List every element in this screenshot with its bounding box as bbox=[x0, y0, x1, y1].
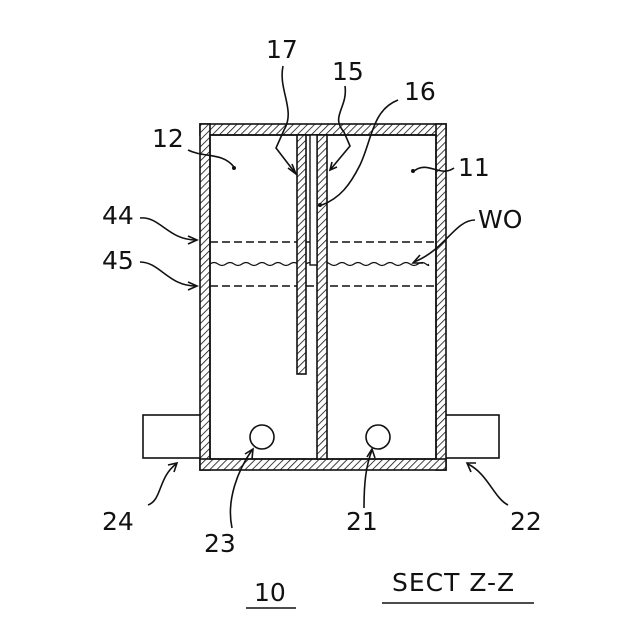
hole-dot bbox=[318, 203, 322, 207]
label-21: 21 bbox=[346, 507, 378, 536]
label-15: 15 bbox=[332, 57, 364, 86]
left-outlet-pipe bbox=[143, 415, 203, 458]
label-22: 22 bbox=[510, 507, 542, 536]
leader-22 bbox=[468, 464, 508, 505]
label-16: 16 bbox=[404, 77, 436, 106]
right-port-circle bbox=[366, 425, 390, 449]
leader-16 bbox=[322, 100, 398, 205]
partition-slot bbox=[310, 135, 317, 265]
label-44: 44 bbox=[102, 201, 134, 230]
label-17: 17 bbox=[266, 35, 298, 64]
leader-44 bbox=[140, 218, 196, 240]
leader-24 bbox=[148, 464, 176, 505]
right-outlet-pipe bbox=[443, 415, 499, 458]
left-port-circle bbox=[250, 425, 274, 449]
leader-17 bbox=[276, 66, 296, 174]
figure-number: 10 bbox=[254, 578, 286, 607]
leader-11 bbox=[414, 167, 454, 171]
label-11: 11 bbox=[458, 153, 490, 182]
label-24: 24 bbox=[102, 507, 134, 536]
section-caption: SECT Z-Z bbox=[392, 568, 515, 597]
label-45: 45 bbox=[102, 246, 134, 275]
label-23: 23 bbox=[204, 529, 236, 558]
inner-plate bbox=[297, 135, 306, 374]
partition-plate bbox=[317, 135, 327, 459]
label-12: 12 bbox=[152, 124, 184, 153]
label-wo: WO bbox=[478, 205, 522, 234]
leader-45 bbox=[140, 262, 196, 286]
leader-12 bbox=[188, 150, 234, 167]
